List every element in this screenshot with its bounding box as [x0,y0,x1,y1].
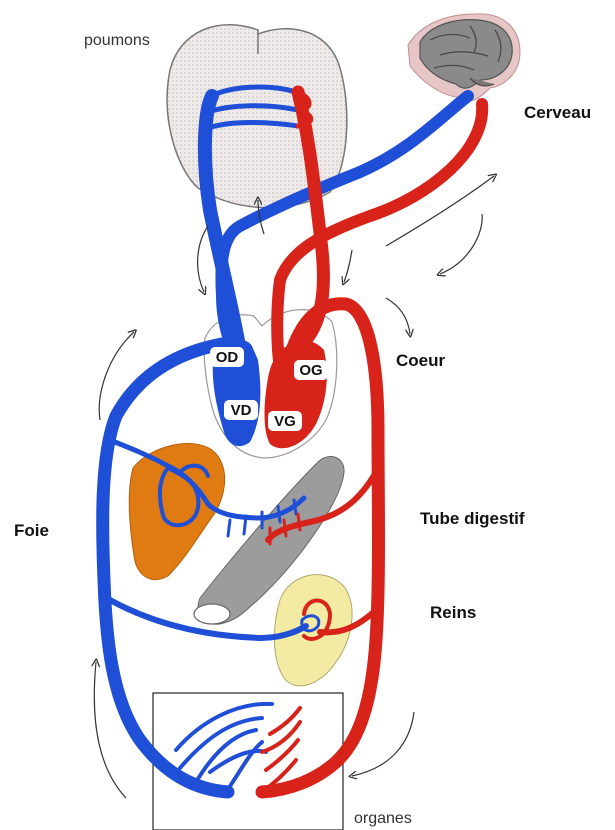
label-liver: Foie [14,521,49,540]
label-organs: organes [354,810,412,827]
label-od: OD [216,349,239,366]
label-vg: VG [274,413,296,430]
label-kidneys: Reins [430,603,476,622]
intestine-opening [194,604,230,624]
brain [408,14,520,101]
label-digestive: Tube digestif [420,509,525,528]
label-brain: Cerveau [524,103,591,122]
label-heart: Coeur [396,351,446,370]
label-og: OG [299,362,322,379]
label-vd: VD [231,402,252,419]
liver [129,444,224,580]
label-lungs: poumons [84,32,150,49]
